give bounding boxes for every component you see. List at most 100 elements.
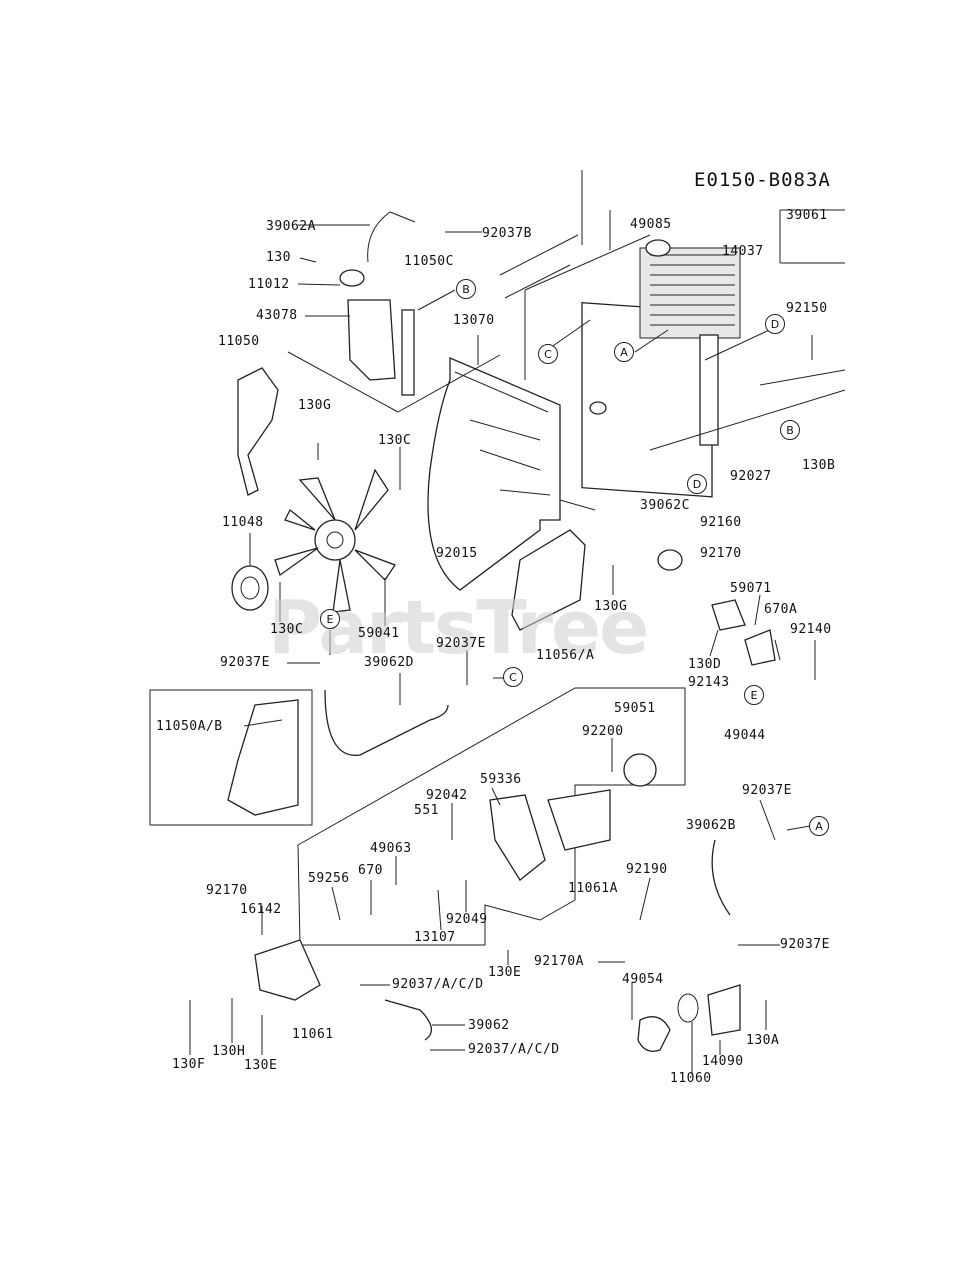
callout-A-lower: A [809,816,829,836]
part-label-11050A-B[interactable]: 11050A/B [156,719,223,734]
part-label-130A[interactable]: 130A [746,1033,780,1048]
part-label-130G-lower[interactable]: 130G [594,599,628,614]
thermo-cap-shape [657,549,683,571]
part-label-92015[interactable]: 92015 [436,546,478,561]
thermostat-upper-shape [711,599,746,631]
part-label-13107[interactable]: 13107 [414,930,456,945]
callout-D-lower: D [687,474,707,494]
part-label-92190[interactable]: 92190 [626,862,668,877]
part-label-11060[interactable]: 11060 [670,1071,712,1086]
part-label-39062B[interactable]: 39062B [686,818,736,833]
part-label-39062C[interactable]: 39062C [640,498,690,513]
callout-D-upper: D [765,314,785,334]
part-label-92037E-right-lower[interactable]: 92037E [780,937,830,952]
part-label-59041[interactable]: 59041 [358,626,400,641]
part-label-11056-A[interactable]: 11056/A [536,648,595,663]
part-label-11061A[interactable]: 11061A [568,881,618,896]
part-label-14090[interactable]: 14090 [702,1054,744,1069]
housing-upper-shape [744,629,776,666]
part-label-59256[interactable]: 59256 [308,871,350,886]
part-label-130G-upper[interactable]: 130G [298,398,332,413]
part-label-11061[interactable]: 11061 [292,1027,334,1042]
reservoir-shape [339,211,416,396]
part-label-11050[interactable]: 11050 [218,334,260,349]
part-label-92170-upper[interactable]: 92170 [700,546,742,561]
part-label-49044[interactable]: 49044 [724,728,766,743]
part-label-11048[interactable]: 11048 [222,515,264,530]
part-label-551[interactable]: 551 [414,803,439,818]
thermostat-shape [637,1016,671,1052]
part-label-92037-A-C-D-lower[interactable]: 92037/A/C/D [468,1042,560,1057]
leader-lines [189,170,846,1075]
part-label-670A[interactable]: 670A [764,602,798,617]
part-label-14037[interactable]: 14037 [722,244,764,259]
fan-shape [274,468,396,613]
part-label-39062A[interactable]: 39062A [266,219,316,234]
part-label-16142[interactable]: 16142 [240,902,282,917]
callout-C-lower: C [503,667,523,687]
part-label-49063[interactable]: 49063 [370,841,412,856]
bracket-right-shape [511,529,586,631]
pump-group-outline [297,687,686,946]
part-label-130E-center[interactable]: 130E [488,965,522,980]
hose-39062D-shape [324,689,449,756]
callout-A-upper: A [614,342,634,362]
part-label-11012[interactable]: 11012 [248,277,290,292]
part-label-92037-A-C-D-upper[interactable]: 92037/A/C/D [392,977,484,992]
part-label-92160[interactable]: 92160 [700,515,742,530]
part-label-39062D[interactable]: 39062D [364,655,414,670]
part-label-92049[interactable]: 92049 [446,912,488,927]
fan-shroud-shape [427,357,561,591]
part-label-39062[interactable]: 39062 [468,1018,510,1033]
outlet-shape [707,984,741,1036]
hose-39062B-shape [711,839,731,916]
bracket-shape [237,367,279,496]
gear-shape [623,753,657,787]
part-label-130F[interactable]: 130F [172,1057,206,1072]
part-label-92037E-left[interactable]: 92037E [220,655,270,670]
part-label-49085[interactable]: 49085 [630,217,672,232]
part-label-59336[interactable]: 59336 [480,772,522,787]
part-label-130C-lower[interactable]: 130C [270,622,304,637]
part-label-59051[interactable]: 59051 [614,701,656,716]
part-label-130E-left[interactable]: 130E [244,1058,278,1073]
callout-E-right: E [744,685,764,705]
pulley-shape [231,565,269,611]
part-label-13070[interactable]: 13070 [453,313,495,328]
gasket-shape [547,789,611,851]
part-label-130B[interactable]: 130B [802,458,836,473]
part-label-92200[interactable]: 92200 [582,724,624,739]
part-label-59071[interactable]: 59071 [730,581,772,596]
part-label-130H[interactable]: 130H [212,1044,246,1059]
part-label-49054[interactable]: 49054 [622,972,664,987]
hose-39062-shape [384,999,432,1041]
part-label-92170-lower[interactable]: 92170 [206,883,248,898]
part-label-92150[interactable]: 92150 [786,301,828,316]
part-label-92037B[interactable]: 92037B [482,226,532,241]
gasket-ring-shape [677,993,699,1023]
part-label-43078[interactable]: 43078 [256,308,298,323]
part-label-92143[interactable]: 92143 [688,675,730,690]
part-label-670[interactable]: 670 [358,863,383,878]
callout-B-upper: B [456,279,476,299]
callout-C-upper: C [538,344,558,364]
diagram-code: E0150-B083A [694,169,831,191]
part-label-92140[interactable]: 92140 [790,622,832,637]
part-label-92037E-center[interactable]: 92037E [436,636,486,651]
part-label-11050C[interactable]: 11050C [404,254,454,269]
pump-housing-shape [489,794,546,881]
part-label-130[interactable]: 130 [266,250,291,265]
part-label-130C-upper[interactable]: 130C [378,433,412,448]
inset-box [149,689,313,826]
part-label-39061[interactable]: 39061 [786,208,828,223]
callout-B-right: B [780,420,800,440]
part-label-92042[interactable]: 92042 [426,788,468,803]
thermostat-housing-shape [254,939,321,1001]
part-label-92170A[interactable]: 92170A [534,954,584,969]
part-label-130D[interactable]: 130D [688,657,722,672]
part-label-92027[interactable]: 92027 [730,469,772,484]
inset-bracket-shape [227,699,299,816]
part-label-92037E-right-upper[interactable]: 92037E [742,783,792,798]
